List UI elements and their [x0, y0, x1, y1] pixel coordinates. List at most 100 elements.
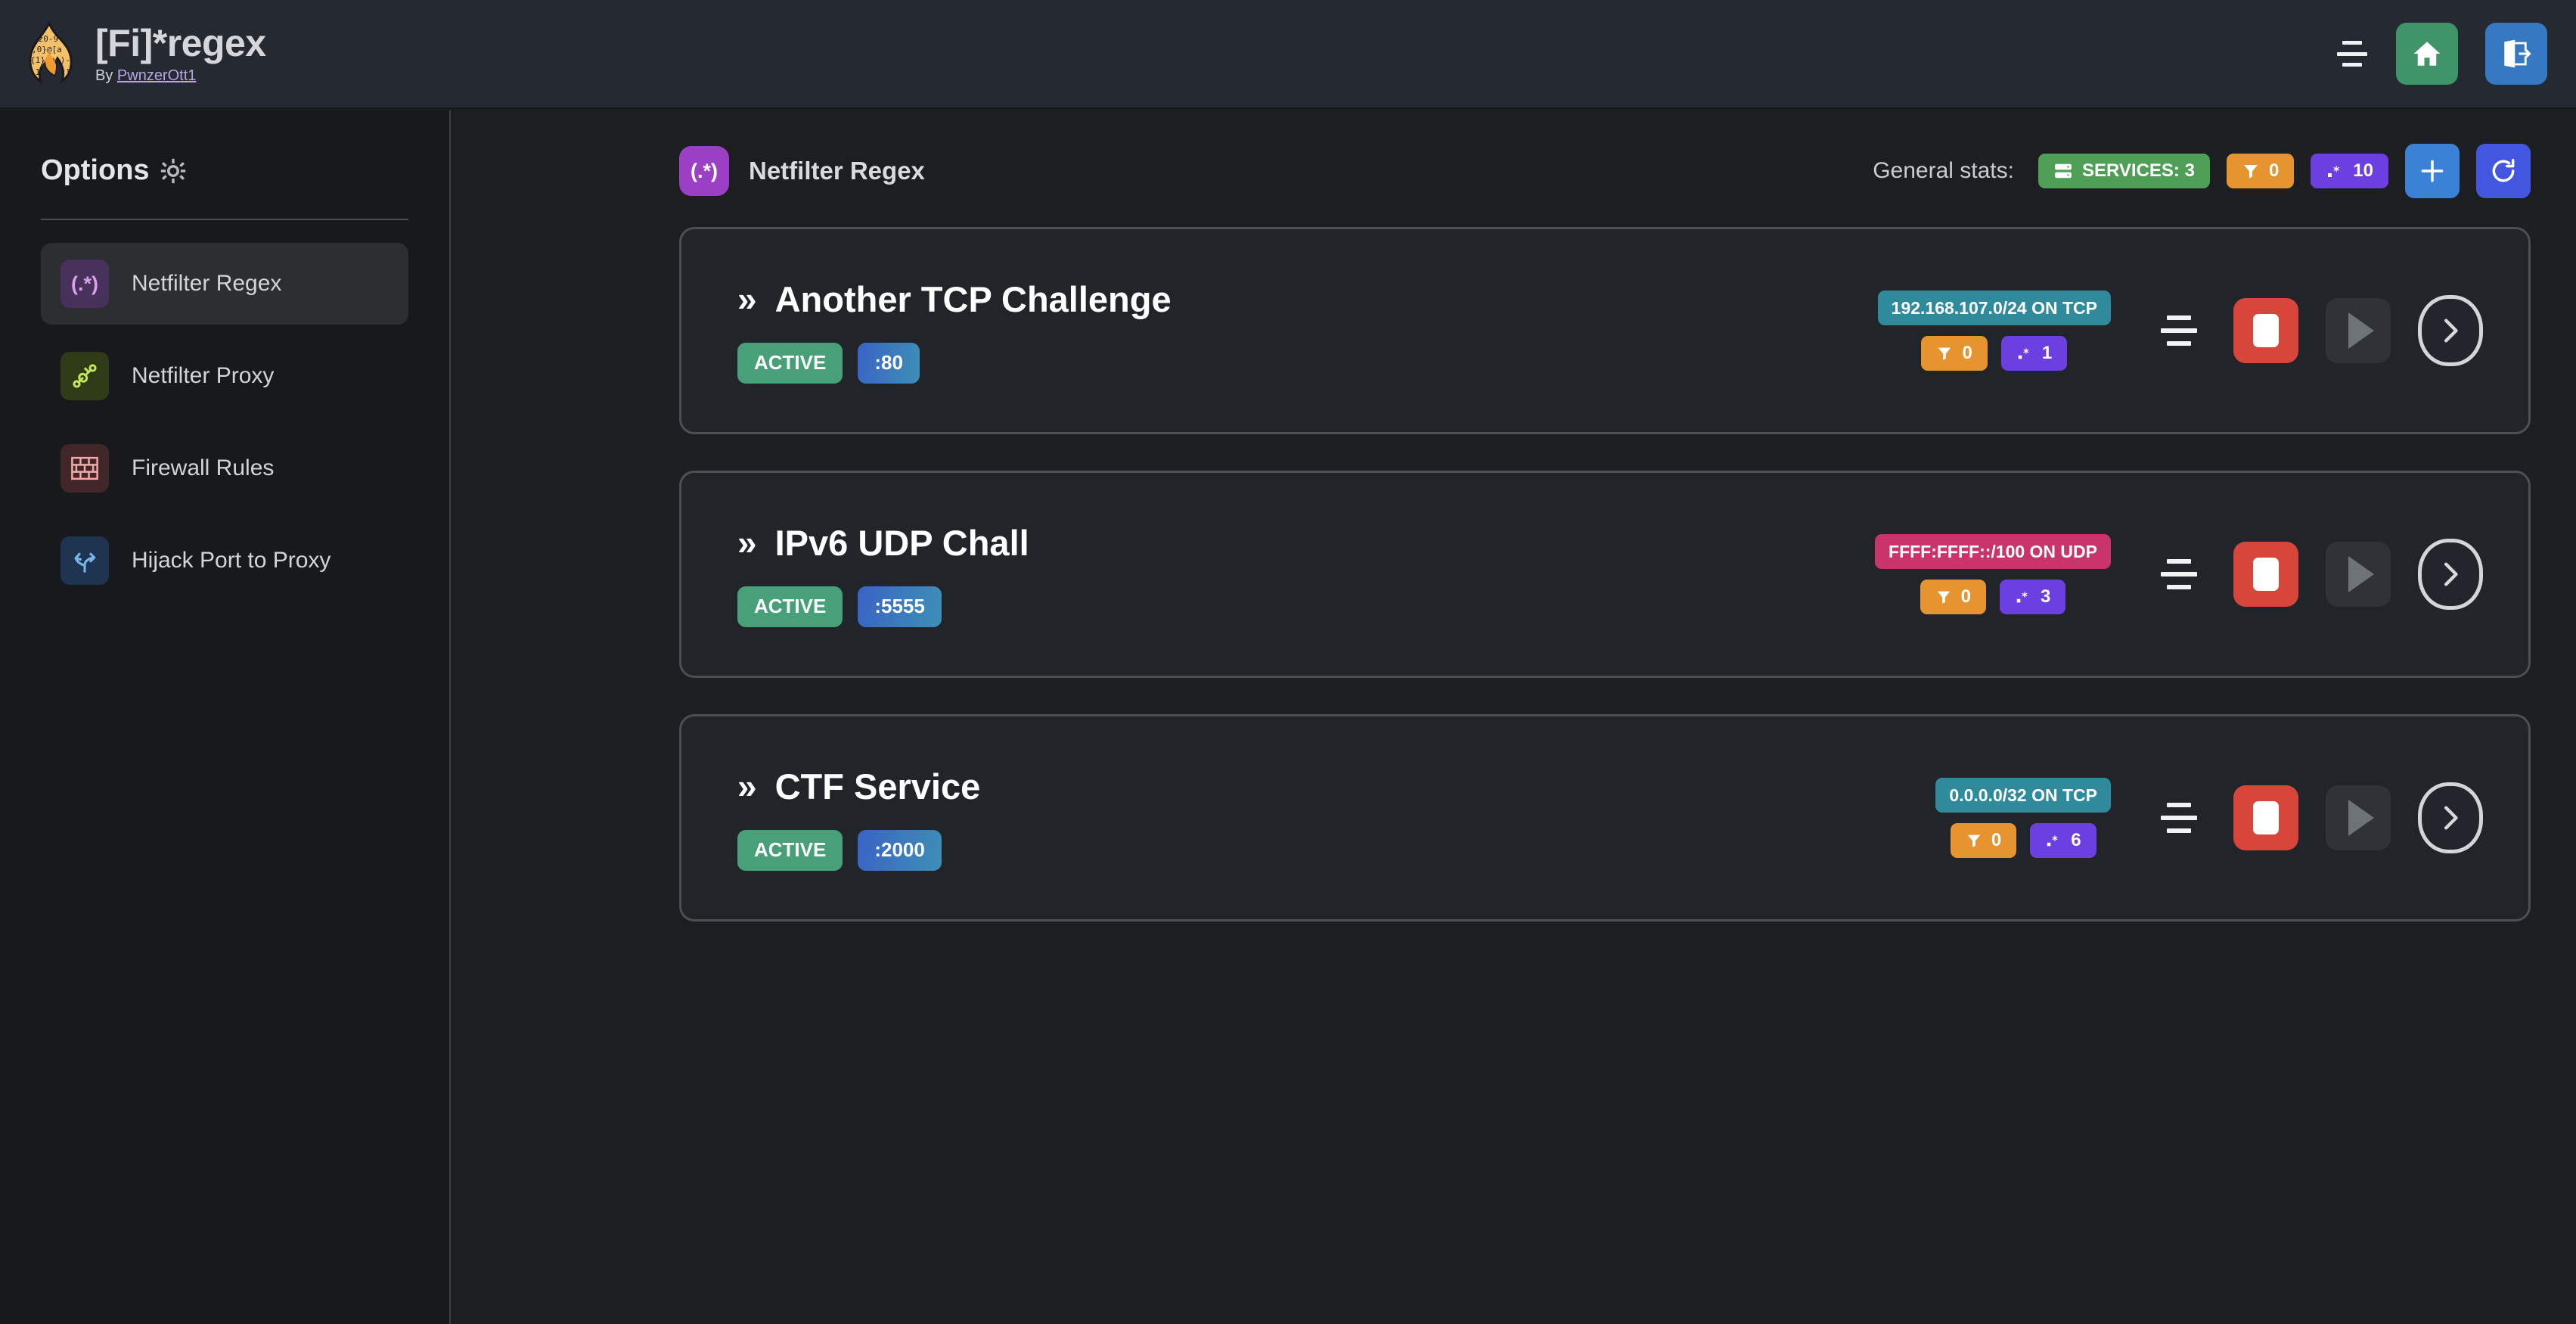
regex-icon-glyph: (.*)	[691, 159, 718, 182]
sidebar-item-label: Netfilter Proxy	[132, 363, 275, 388]
regex-star-icon: *	[2016, 591, 2028, 604]
play-button[interactable]	[2326, 542, 2391, 607]
sidebar-divider	[41, 219, 408, 220]
svg-text:*: *	[2023, 347, 2029, 360]
author-link[interactable]: PwnzerOtt1	[116, 67, 197, 84]
page-title: Netfilter Regex	[749, 157, 925, 185]
port-badge: :5555	[858, 586, 942, 627]
regex-badge: * 6	[2030, 823, 2096, 858]
sidebar-item-label: Firewall Rules	[132, 455, 275, 480]
flame-regex-logo: -z0-9 ,0}@[a {1}|a )-9] \1 '- z]	[24, 20, 74, 85]
sidebar: Options (.*) Netfilter Regex	[0, 110, 451, 1324]
server-icon	[2055, 163, 2072, 179]
sidebar-item-hijack-port-to-proxy[interactable]: Hijack Port to Proxy	[41, 520, 408, 601]
filter-icon	[2243, 165, 2258, 179]
logout-button[interactable]	[2485, 23, 2547, 85]
filters-badge: 0	[1950, 823, 2017, 858]
list-lines-icon[interactable]	[2159, 803, 2199, 833]
regex-count: 6	[2071, 830, 2081, 850]
network-badge: FFFF:FFFF::/100 ON UDP	[1875, 534, 2111, 569]
network-badge: 0.0.0.0/32 ON TCP	[1935, 778, 2111, 813]
home-button[interactable]	[2396, 23, 2458, 85]
plug-connect-icon	[61, 352, 109, 400]
sidebar-item-label: Netfilter Regex	[132, 271, 282, 296]
gear-icon	[160, 158, 185, 183]
service-card[interactable]: » Another TCP Challenge ACTIVE :80 192.1…	[679, 227, 2531, 434]
route-fork-icon	[61, 536, 109, 585]
regex-badge: * 1	[2000, 336, 2068, 371]
play-icon	[2348, 556, 2374, 592]
play-icon	[2348, 800, 2374, 836]
play-button[interactable]	[2326, 785, 2391, 850]
status-badge-regex: * 10	[2311, 154, 2388, 188]
service-details-button[interactable]	[2418, 782, 2483, 853]
service-card[interactable]: » IPv6 UDP Chall ACTIVE :5555 FFFF:FFFF:…	[679, 471, 2531, 678]
sidebar-item-firewall-rules[interactable]: Firewall Rules	[41, 427, 408, 509]
brick-wall-icon	[61, 444, 109, 493]
refresh-button[interactable]	[2476, 144, 2531, 198]
filters-count: 0	[1960, 586, 1971, 607]
stop-icon	[2253, 558, 2279, 591]
list-lines-icon[interactable]	[2159, 315, 2199, 346]
list-lines-icon[interactable]	[2159, 559, 2199, 589]
stop-button[interactable]	[2233, 298, 2298, 363]
sidebar-heading: Options	[41, 154, 408, 187]
filters-count: 0	[1962, 343, 1972, 363]
play-button[interactable]	[2326, 298, 2391, 363]
status-badge: ACTIVE	[737, 342, 843, 384]
plus-icon	[2421, 160, 2444, 182]
sidebar-item-netfilter-proxy[interactable]: Netfilter Proxy	[41, 335, 408, 417]
service-details-button[interactable]	[2418, 539, 2483, 610]
filter-icon	[1967, 834, 1981, 847]
regex-star-icon: *	[2047, 834, 2058, 847]
port-badge: :2000	[858, 829, 942, 871]
status-badge-filters: 0	[2226, 154, 2295, 188]
filters-count: 0	[2268, 160, 2280, 181]
service-card[interactable]: » CTF Service ACTIVE :2000 0.0.0.0/32 ON…	[679, 714, 2531, 922]
double-chevron-icon: »	[737, 279, 757, 319]
svg-text:-z0-9: -z0-9	[33, 34, 58, 44]
regex-count: 10	[2353, 160, 2373, 181]
regex-badge: * 3	[2000, 580, 2066, 614]
stop-icon	[2253, 801, 2279, 834]
service-title-row: » IPv6 UDP Chall	[737, 522, 1029, 564]
regex-count: 1	[2041, 343, 2053, 363]
filters-badge: 0	[1921, 336, 1988, 371]
regex-star-icon: *	[2328, 163, 2340, 178]
regex-icon: (.*)	[679, 146, 729, 196]
add-service-button[interactable]	[2405, 144, 2460, 198]
svg-text:*: *	[2022, 591, 2028, 604]
stop-button[interactable]	[2233, 785, 2298, 850]
service-title-row: » CTF Service	[737, 766, 980, 807]
sidebar-item-netfilter-regex[interactable]: (.*) Netfilter Regex	[41, 243, 408, 325]
regex-count: 3	[2041, 586, 2051, 607]
sidebar-item-label: Hijack Port to Proxy	[132, 548, 331, 573]
service-title-row: » Another TCP Challenge	[737, 278, 1172, 320]
filter-icon	[1938, 347, 1951, 360]
chevron-right-icon	[2444, 806, 2458, 830]
port-badge: :80	[858, 342, 920, 384]
app-header: -z0-9 ,0}@[a {1}|a )-9] \1 '- z] [Fi]*re…	[0, 0, 2576, 109]
filters-badge: 0	[1920, 580, 1986, 614]
chevron-right-icon	[2444, 562, 2458, 586]
status-badge-services: SERVICES: 3	[2038, 154, 2210, 188]
stop-button[interactable]	[2233, 542, 2298, 607]
app-author: By PwnzerOtt1	[95, 67, 266, 85]
service-name: CTF Service	[774, 766, 981, 807]
svg-text:,0}@[a: ,0}@[a	[32, 45, 62, 54]
hamburger-icon[interactable]	[2335, 41, 2369, 67]
status-badge: ACTIVE	[737, 829, 843, 871]
general-stats-label: General stats:	[1873, 158, 2014, 183]
filter-icon	[1937, 591, 1950, 604]
service-name: IPv6 UDP Chall	[774, 522, 1029, 563]
filters-count: 0	[1991, 830, 2002, 850]
home-icon	[2413, 42, 2441, 66]
service-list: » Another TCP Challenge ACTIVE :80 192.1…	[452, 227, 2576, 922]
stop-icon	[2253, 314, 2279, 347]
logout-icon	[2504, 39, 2531, 68]
service-details-button[interactable]	[2418, 295, 2483, 366]
brand: -z0-9 ,0}@[a {1}|a )-9] \1 '- z] [Fi]*re…	[24, 20, 266, 85]
double-chevron-icon: »	[737, 766, 757, 806]
main-header: (.*) Netfilter Regex General stats: SERV…	[452, 144, 2576, 198]
double-chevron-icon: »	[737, 523, 757, 562]
